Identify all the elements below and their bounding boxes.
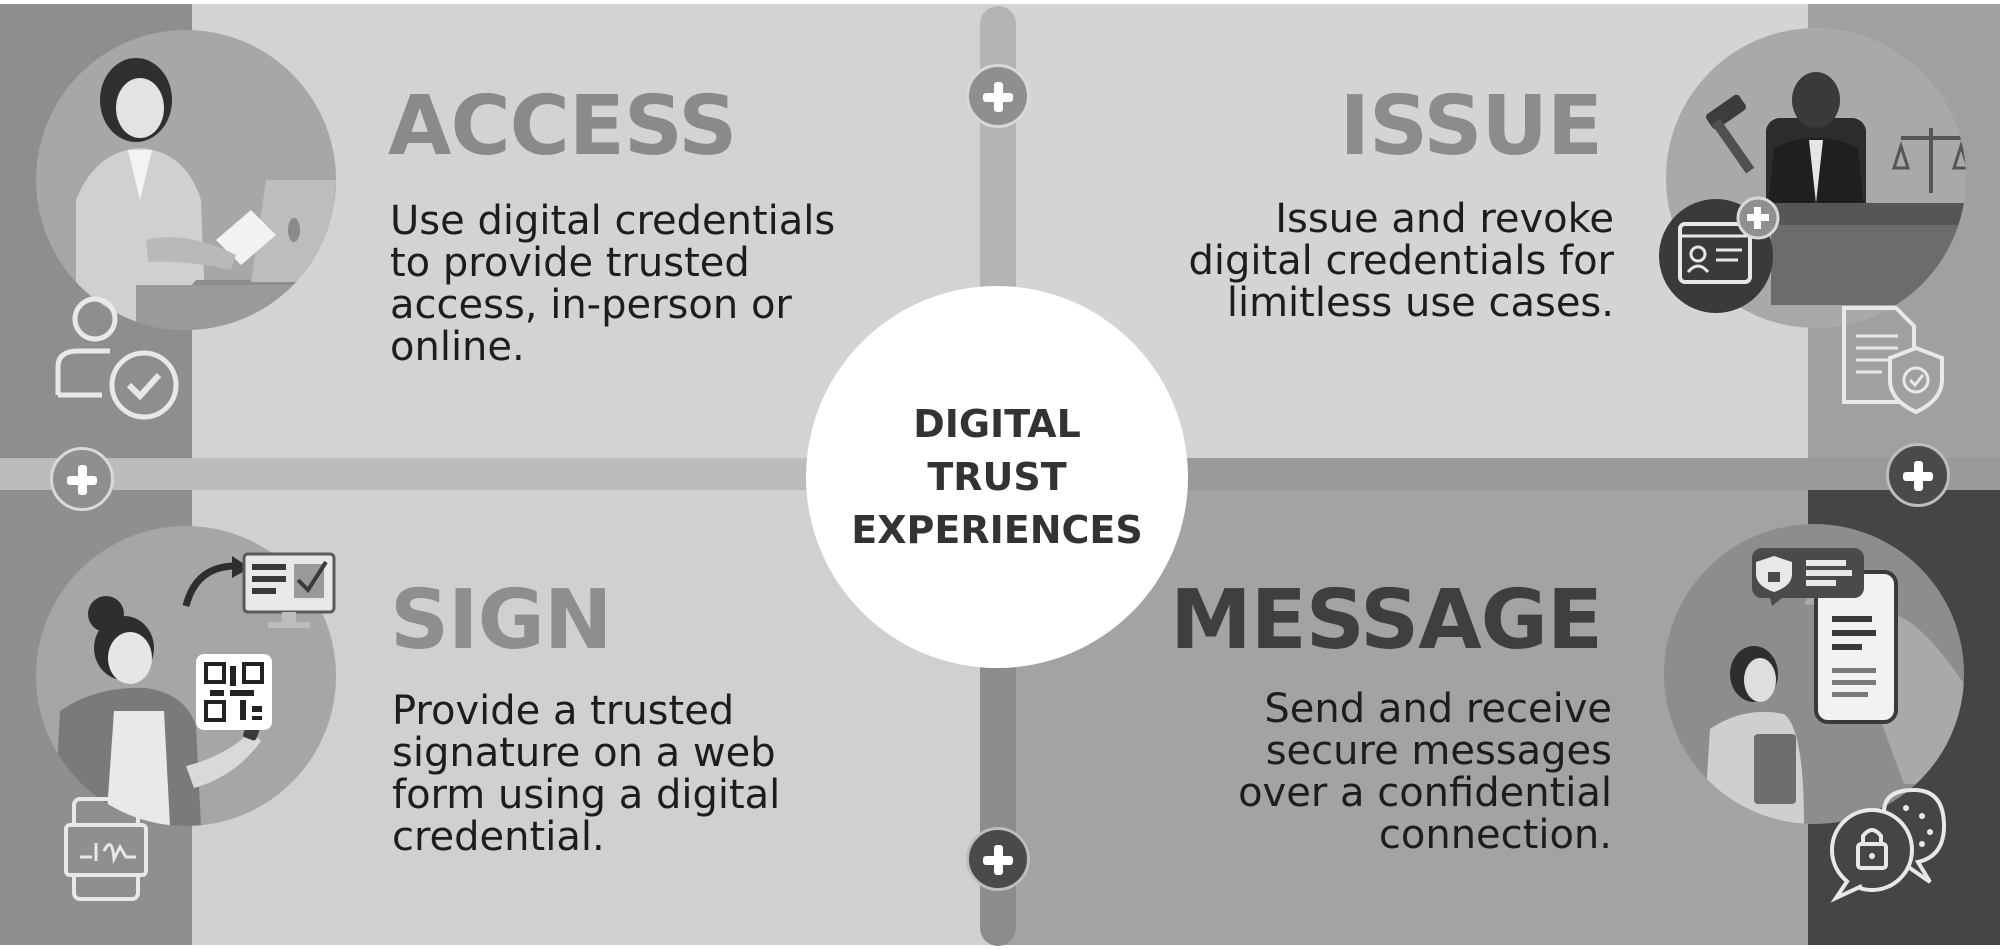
document-shield-icon xyxy=(1842,306,1944,415)
access-title: ACCESS xyxy=(388,79,737,174)
credential-card-icon xyxy=(1659,196,1780,313)
access-description: Use digital credentials to provide trust… xyxy=(390,200,835,368)
issue-illustration xyxy=(1666,28,1966,328)
sign-description: Provide a trusted signature on a web for… xyxy=(392,690,780,858)
center-line-2: TRUST xyxy=(927,454,1067,499)
center-line-3: EXPERIENCES xyxy=(851,507,1143,552)
access-line-2: to provide trusted xyxy=(390,240,750,286)
message-title: MESSAGE xyxy=(1170,573,1603,668)
message-description: Send and receive secure messages over a … xyxy=(1238,688,1612,856)
center-line-1: DIGITAL xyxy=(913,401,1081,446)
bottom-border xyxy=(0,945,2000,949)
plus-icon-left[interactable] xyxy=(50,447,114,511)
user-check-icon xyxy=(55,296,179,420)
shield-chat-icon xyxy=(1752,548,1864,606)
access-line-1: Use digital credentials xyxy=(390,198,836,244)
center-circle: DIGITAL TRUST EXPERIENCES xyxy=(806,286,1188,668)
plus-icon-top[interactable] xyxy=(966,64,1030,128)
sign-line-3: form using a digital xyxy=(392,772,781,818)
plus-icon-right[interactable] xyxy=(1886,443,1950,507)
woman-laptop-icon xyxy=(76,58,336,330)
sign-line-1: Provide a trusted xyxy=(392,688,735,734)
issue-line-3: limitless use cases. xyxy=(1226,280,1614,326)
issue-title: ISSUE xyxy=(1339,79,1603,174)
issue-description: Issue and revoke digital credentials for… xyxy=(1188,198,1614,324)
access-illustration xyxy=(36,30,336,330)
top-border xyxy=(0,0,2000,4)
woman-secure-phone-icon xyxy=(1704,570,1964,824)
sign-line-2: signature on a web xyxy=(392,730,776,776)
access-line-4: online. xyxy=(390,324,525,370)
message-line-3: over a confidential xyxy=(1238,770,1612,816)
message-line-2: secure messages xyxy=(1265,728,1612,774)
qr-code-icon xyxy=(196,654,272,730)
message-line-1: Send and receive xyxy=(1264,686,1612,732)
lock-chat-icon xyxy=(1830,787,1947,903)
message-line-4: connection. xyxy=(1378,812,1612,858)
issue-line-1: Issue and revoke xyxy=(1275,196,1614,242)
plus-icon-bottom[interactable] xyxy=(966,827,1030,891)
issue-line-2: digital credentials for xyxy=(1188,238,1614,284)
monitor-icon xyxy=(242,552,336,628)
signature-device-icon xyxy=(64,797,148,901)
access-line-3: access, in-person or xyxy=(390,282,792,328)
sign-title: SIGN xyxy=(390,573,612,668)
sign-line-4: credential. xyxy=(392,814,605,860)
